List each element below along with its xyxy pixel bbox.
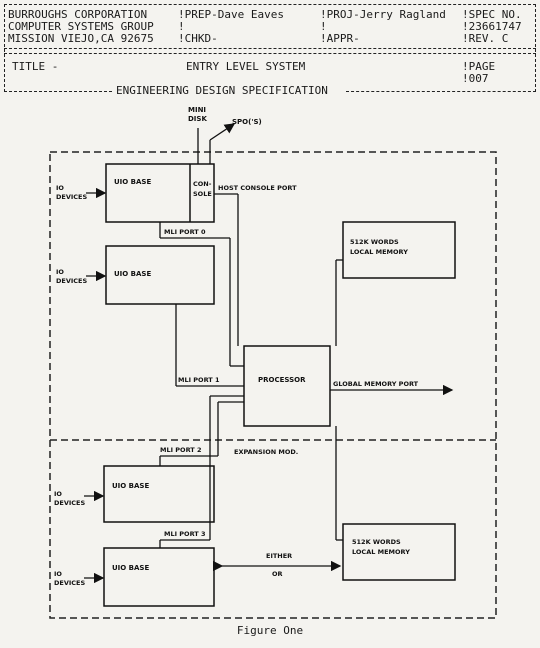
- mli-port-2-label: MLI PORT 2: [160, 446, 202, 454]
- header-rev: !REV. C: [462, 32, 509, 45]
- header-org-line2: COMPUTER SYSTEMS GROUP: [8, 20, 154, 33]
- io-devices-3-label-2: DEVICES: [54, 499, 85, 507]
- header-page-label: !PAGE: [462, 60, 496, 73]
- global-memory-port-label: GLOBAL MEMORY PORT: [333, 380, 419, 388]
- uio-base-4-label: UIO BASE: [112, 564, 149, 572]
- io-devices-1-label-2: DEVICES: [56, 193, 87, 201]
- system-boundary: [49, 151, 497, 619]
- memory-1-label-2: LOCAL MEMORY: [350, 248, 408, 256]
- mini-disk-label-2: DISK: [188, 115, 207, 123]
- memory-2-label-2: LOCAL MEMORY: [352, 548, 410, 556]
- mini-disk-label-1: MINI: [188, 106, 206, 114]
- header-appr: !APPR-: [320, 32, 360, 45]
- io-devices-2-label-2: DEVICES: [56, 277, 87, 285]
- host-console-port-label: HOST CONSOLE PORT: [218, 184, 297, 192]
- mli-port-1-label: MLI PORT 1: [178, 376, 220, 384]
- console-label-1: CON-: [193, 180, 212, 188]
- uio-base-2-label: UIO BASE: [114, 270, 151, 278]
- figure-caption: Figure One: [236, 624, 304, 637]
- io-devices-4-label-1: IO: [54, 570, 62, 578]
- processor-block: [243, 345, 331, 427]
- uio-base-1-label: UIO BASE: [114, 178, 151, 186]
- header-prep-blank: !: [178, 20, 185, 33]
- header-chkd: !CHKD-: [178, 32, 218, 45]
- memory-1-label-1: 512K WORDS: [350, 238, 399, 246]
- uio-base-3: [103, 465, 215, 523]
- header-spec-number: !23661747: [462, 20, 522, 33]
- header-org-line1: BURROUGHS CORPORATION: [8, 8, 148, 21]
- console-label-2: SOLE: [193, 190, 212, 198]
- local-memory-1: [342, 221, 456, 279]
- header-proj: !PROJ-Jerry Ragland: [320, 8, 446, 21]
- header-title-label: TITLE -: [12, 60, 59, 73]
- header-proj-blank: !: [320, 20, 327, 33]
- header-doc-type: ENGINEERING DESIGN SPECIFICATION: [116, 84, 328, 97]
- header-title-value: ENTRY LEVEL SYSTEM: [186, 60, 306, 73]
- header-prep: !PREP-Dave Eaves: [178, 8, 284, 21]
- system-block-diagram: MINI DISK SPO('S) UIO BASE CON- SOLE HOS…: [49, 106, 497, 619]
- io-devices-1-label-1: IO: [56, 184, 64, 192]
- or-label: OR: [272, 570, 283, 578]
- mli-port-0-label: MLI PORT 0: [164, 228, 206, 236]
- io-devices-4-label-2: DEVICES: [54, 579, 85, 587]
- mli-port-3-label: MLI PORT 3: [164, 530, 206, 538]
- expansion-mod-label: EXPANSION MOD.: [234, 448, 298, 456]
- spo-label: SPO('S): [232, 118, 262, 126]
- uio-base-4: [103, 547, 215, 607]
- processor-label: PROCESSOR: [258, 376, 306, 384]
- uio-base-3-label: UIO BASE: [112, 482, 149, 490]
- io-devices-3-label-1: IO: [54, 490, 62, 498]
- spo-arrow: [209, 123, 236, 141]
- either-label: EITHER: [266, 552, 292, 560]
- io-devices-2-label-1: IO: [56, 268, 64, 276]
- local-memory-2: [342, 523, 456, 581]
- header-spec-label: !SPEC NO.: [462, 8, 522, 21]
- header-org-line3: MISSION VIEJO,CA 92675: [8, 32, 154, 45]
- header-page-value: !007: [462, 72, 489, 85]
- memory-2-label-1: 512K WORDS: [352, 538, 401, 546]
